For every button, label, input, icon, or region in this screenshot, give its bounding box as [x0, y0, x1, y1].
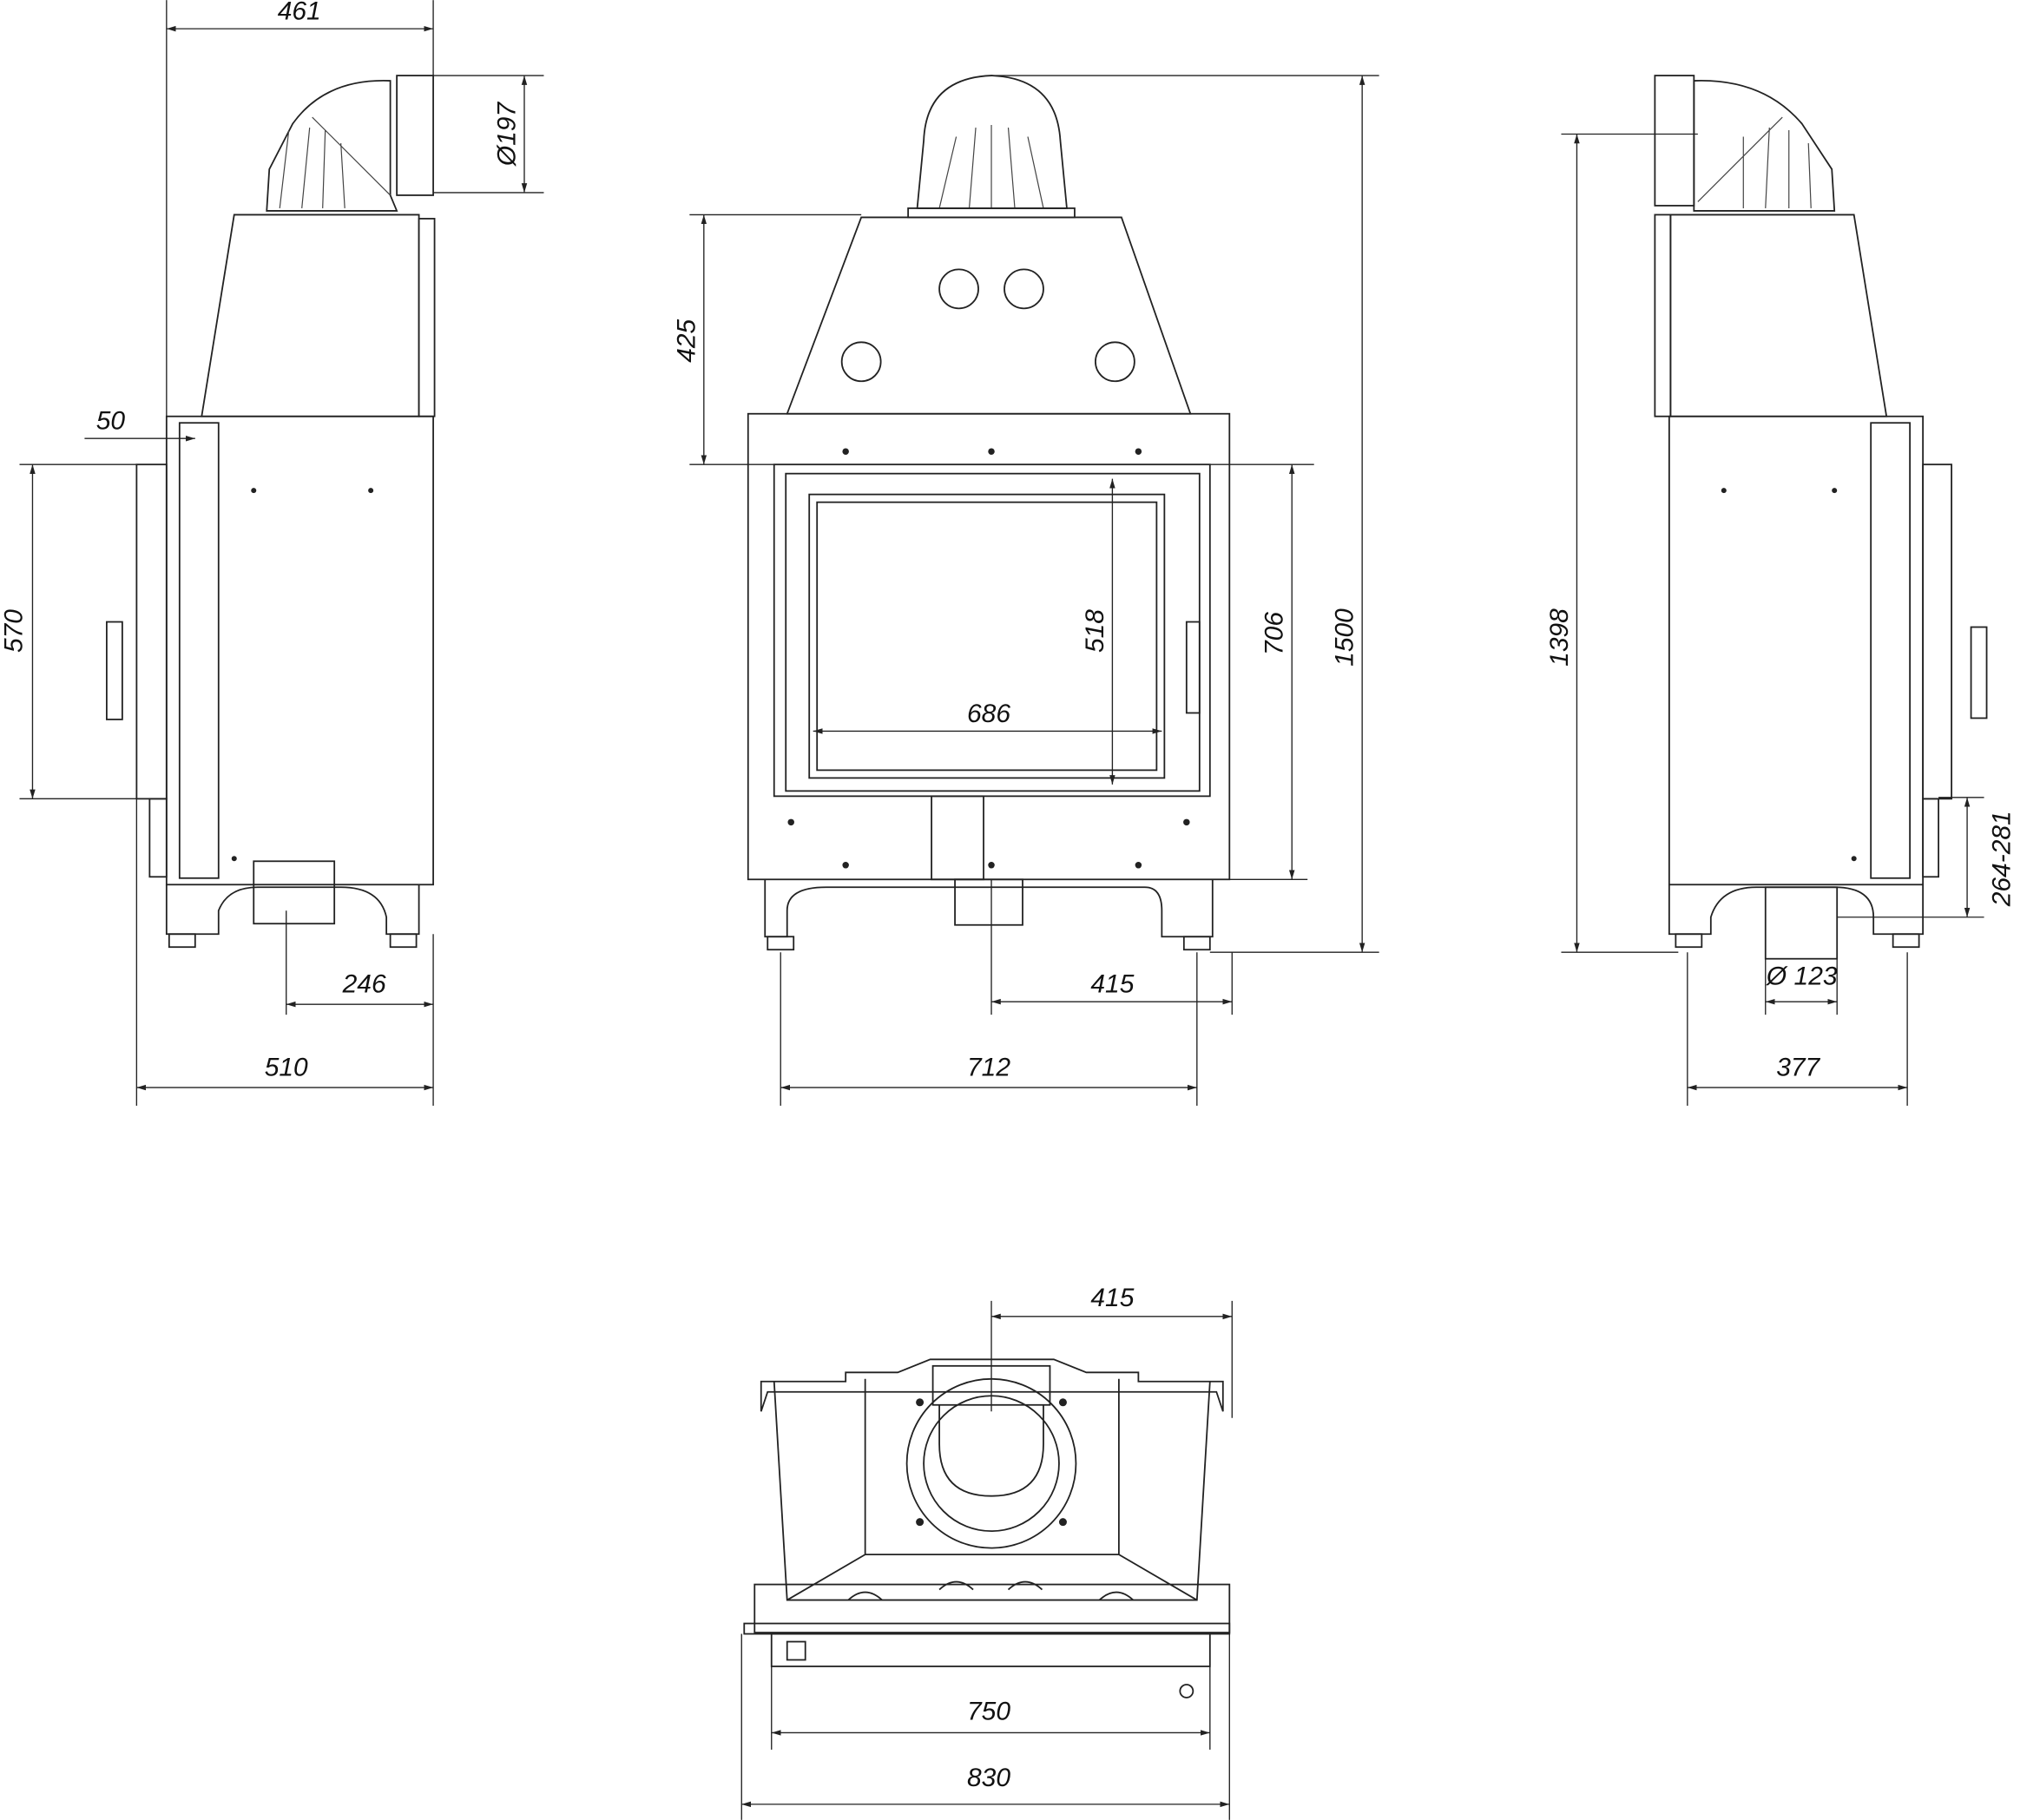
dim-706: 706 [1260, 612, 1289, 655]
dim-712: 712 [967, 1054, 1010, 1082]
dim-264-281: 264-281 [1988, 811, 2017, 907]
top-view [743, 1358, 1231, 1698]
dim-425: 425 [672, 319, 701, 362]
dim-518: 518 [1081, 609, 1109, 653]
left-side-view [105, 75, 436, 949]
dim-246: 246 [342, 970, 386, 999]
top-dimensions: 415 750 830 [740, 1284, 1233, 1820]
dim-123: Ø 123 [1766, 963, 1838, 991]
dim-377: 377 [1776, 1054, 1820, 1082]
dim-830: 830 [967, 1764, 1010, 1792]
left-dimensions: 461 Ø197 50 570 246 510 [0, 0, 544, 1107]
right-side-view [1654, 75, 1988, 960]
dim-415-front: 415 [1090, 970, 1134, 999]
right-dimensions: 1398 264-281 Ø 123 377 [1545, 133, 2017, 1107]
dim-50: 50 [96, 407, 126, 436]
dim-415-top: 415 [1090, 1284, 1134, 1312]
dim-686: 686 [967, 700, 1010, 728]
dim-1398: 1398 [1545, 608, 1574, 667]
dim-510: 510 [265, 1054, 308, 1082]
dim-461: 461 [278, 0, 321, 26]
dim-197: Ø197 [492, 102, 521, 168]
front-view [747, 75, 1231, 951]
front-dimensions: 425 1500 706 518 686 415 712 [672, 75, 1379, 1107]
dim-570: 570 [0, 609, 28, 653]
dim-750: 750 [967, 1697, 1010, 1725]
dim-1500: 1500 [1331, 608, 1359, 667]
